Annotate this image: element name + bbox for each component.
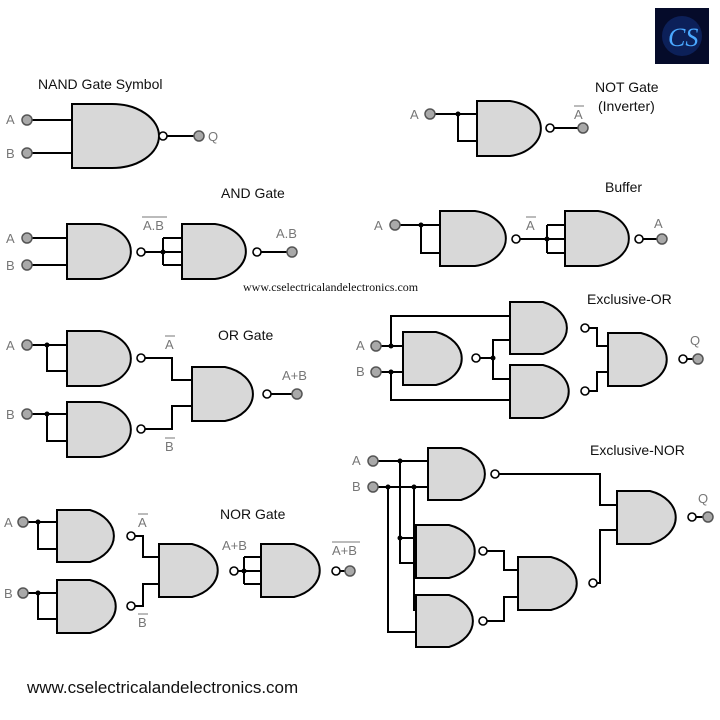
nor-abar-label: A [138,515,147,530]
nand-symbol [21,103,205,169]
nand-input-a-label: A [6,112,15,127]
buffer-title: Buffer [605,179,642,195]
and-title: AND Gate [221,185,285,201]
and-mid-label: A.B [143,218,164,233]
xor-title: Exclusive-OR [587,291,672,307]
xnor-input-a-label: A [352,453,361,468]
nor-gate [17,509,356,634]
nand-title: NAND Gate Symbol [38,76,162,92]
and-input-a-label: A [6,231,15,246]
and-output-label: A.B [276,226,297,241]
xnor-title: Exclusive-NOR [590,442,685,458]
xor-gate [370,301,704,419]
or-input-b-label: B [6,407,15,422]
not-output-label: A [574,107,583,122]
nor-input-a-label: A [4,515,13,530]
nor-input-b-label: B [4,586,13,601]
or-bbar-label: B [165,439,174,454]
not-input-label: A [410,107,419,122]
or-output-label: A+B [282,368,307,383]
xor-input-a-label: A [356,338,365,353]
nand-input-b-label: B [6,146,15,161]
or-gate [21,330,303,458]
buffer-gate [389,210,668,267]
nor-mid-label: A+B [222,538,247,553]
buffer-input-label: A [374,218,383,233]
watermark-text: www.cselectricalandelectronics.com [243,280,419,294]
not-subtitle: (Inverter) [598,98,655,114]
xnor-input-b-label: B [352,479,361,494]
or-title: OR Gate [218,327,273,343]
or-abar-label: A [165,337,174,352]
footer-url: www.cselectricalandelectronics.com [26,678,298,697]
nand-output-label: Q [208,129,218,144]
buffer-output-label: A [654,216,663,231]
xnor-output-label: Q [698,491,708,506]
nor-title: NOR Gate [220,506,286,522]
not-gate [424,100,589,157]
xor-output-label: Q [690,333,700,348]
xnor-gate [367,447,714,648]
buffer-mid-label: A [526,218,535,233]
brand-logo: CS [655,8,709,64]
nor-bbar-label: B [138,615,147,630]
and-input-b-label: B [6,258,15,273]
or-input-a-label: A [6,338,15,353]
and-gate [21,223,298,280]
svg-text:CS: CS [668,23,698,52]
not-title: NOT Gate [595,79,659,95]
nor-output-label: A+B [332,543,357,558]
xor-input-b-label: B [356,364,365,379]
